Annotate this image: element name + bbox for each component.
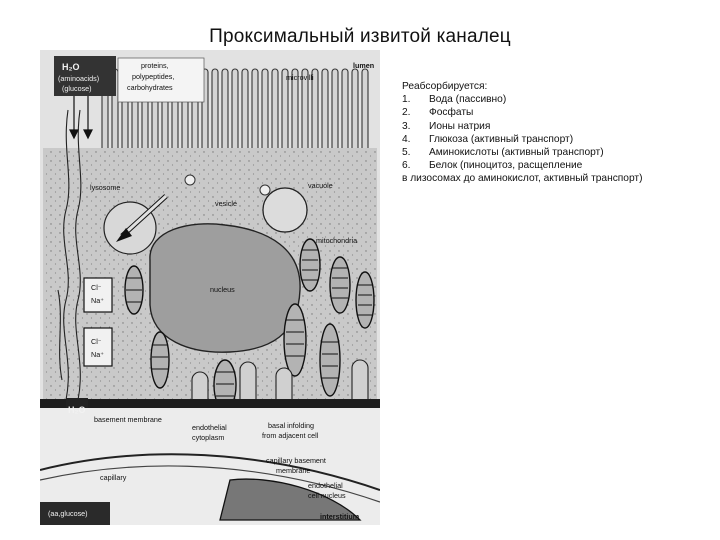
- label-basal-infolding-2: from adjacent cell: [262, 431, 319, 440]
- label-mitochondria: mitochondria: [316, 236, 357, 245]
- endocytosis-arrow: [116, 194, 168, 242]
- label-nucleus: nucleus: [210, 285, 235, 294]
- list-item-text: Аминокислоты (активный транспорт): [429, 147, 604, 159]
- list-item-text: Фосфаты: [429, 107, 474, 119]
- label-endothelial-1: endothelial: [192, 423, 227, 432]
- label-basement-membrane: basement membrane: [94, 415, 162, 424]
- label-vesicle: vesicle: [215, 199, 237, 208]
- vacuole: [262, 187, 308, 233]
- list-item: 1. Вода (пассивно): [402, 93, 702, 106]
- list-item-number: 2.: [402, 107, 411, 119]
- list-item-number: 6.: [402, 160, 411, 172]
- bottom-left-box: [40, 502, 110, 525]
- label-vacuole: vacuole: [308, 181, 333, 190]
- transport-box-top: [54, 56, 116, 96]
- label-proteins: proteins,: [141, 61, 169, 70]
- label-capillary-basement-2: membrane: [276, 466, 310, 475]
- label-bottom-left: (aa,glucose): [48, 509, 88, 518]
- reabsorption-heading: Реабсорбируется:: [402, 81, 488, 92]
- label-aminoacids-top: (aminoacids): [58, 74, 99, 83]
- reabsorption-list: Реабсорбируется: 1. Вода (пассивно) 2. Ф…: [402, 80, 702, 186]
- label-cytoplasm: cytoplasm: [192, 433, 224, 442]
- label-lumen: lumen: [353, 61, 374, 70]
- label-endothelial-2: endothelial: [308, 481, 343, 490]
- list-item-number: 1.: [402, 94, 411, 106]
- list-item-number: 3.: [402, 120, 411, 132]
- downward-arrows: [69, 96, 93, 140]
- label-h2o-top: H₂O: [62, 62, 80, 72]
- label-carbohydrates: carbohydrates: [127, 83, 173, 92]
- list-item: 2. Фосфаты: [402, 106, 702, 119]
- label-capillary-basement-1: capillary basement: [266, 456, 326, 465]
- ion-channel-box-2: [83, 327, 113, 367]
- label-cell-nucleus: cell nucleus: [308, 491, 346, 500]
- list-item-text: Белок (пиноцитоз, расщепление: [429, 160, 583, 172]
- label-basal-infolding-1: basal infolding: [268, 421, 314, 430]
- label-polypeptides: polypeptides,: [132, 72, 174, 81]
- endothelial-cell-nucleus: [219, 478, 362, 521]
- nucleus: [149, 223, 301, 353]
- list-continuation: в лизосомах до аминокислот, активный тра…: [402, 173, 643, 185]
- intercellular-space: [57, 109, 82, 401]
- page-title: Проксимальный извитой каналец: [209, 26, 511, 47]
- proximal-tubule-diagram: H₂O (aminoacids) (glucose) proteins, pol…: [40, 50, 380, 525]
- label-na-2: Na⁺: [91, 350, 104, 359]
- list-item-text: Вода (пассивно): [429, 94, 507, 106]
- label-lysosome: lysosome: [90, 183, 120, 192]
- label-glucose-top: (glucose): [62, 84, 92, 93]
- proteins-box: [117, 57, 205, 103]
- list-item: 6. Белок (пиноцитоз, расщепление: [402, 159, 702, 172]
- list-item-number: 5.: [402, 147, 411, 159]
- mitochondria-cristae: [126, 249, 372, 397]
- label-interstitium: interstitium: [320, 512, 359, 521]
- list-item: 4. Глюкоза (активный транспорт): [402, 133, 702, 146]
- label-capillary: capillary: [100, 473, 127, 482]
- basal-infoldings: [191, 359, 369, 400]
- list-item-number: 4.: [402, 133, 411, 145]
- basement-membrane: [40, 399, 380, 408]
- label-cl-1: Cl⁻: [91, 283, 102, 292]
- diagram-svg: H₂O (aminoacids) (glucose) proteins, pol…: [40, 50, 380, 525]
- list-item-text: Ионы натрия: [429, 120, 491, 132]
- capillary-basement-line: [40, 453, 380, 491]
- ion-channel-box-1: [83, 277, 113, 313]
- label-microvilli: microvilli: [286, 73, 314, 82]
- endothelial-line: [40, 465, 380, 503]
- vesicle-2: [184, 174, 196, 186]
- list-item: 3. Ионы натрия: [402, 120, 702, 133]
- label-h2o-bottom: H₂O: [68, 405, 86, 415]
- label-cl-2: Cl⁻: [91, 337, 102, 346]
- label-na-1: Na⁺: [91, 296, 104, 305]
- list-item: 5. Аминокислоты (активный транспорт): [402, 146, 702, 159]
- vesicle-1: [259, 184, 271, 196]
- list-item-text: Глюкоза (активный транспорт): [429, 133, 574, 145]
